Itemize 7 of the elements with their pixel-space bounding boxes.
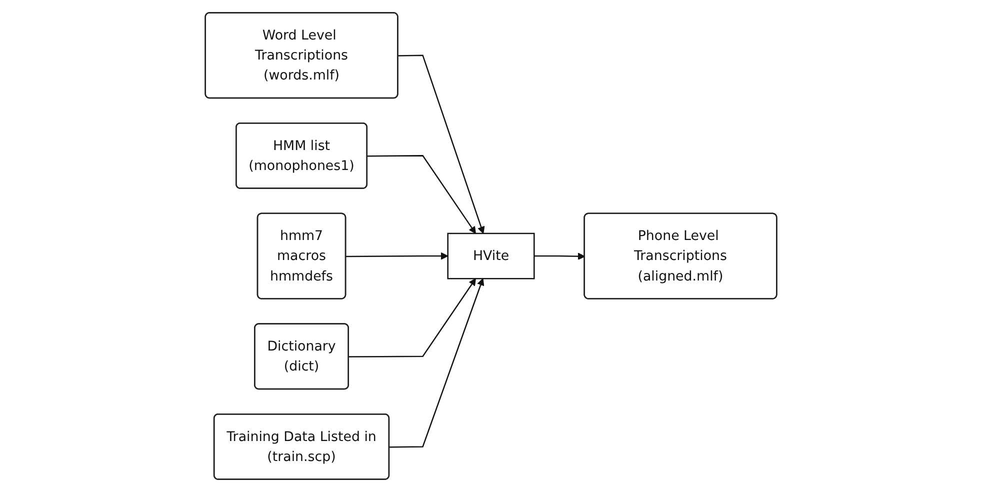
arrow — [389, 278, 484, 448]
arrow — [346, 252, 448, 260]
arrow — [398, 54, 485, 234]
arrow — [367, 155, 476, 234]
arrow — [534, 252, 586, 260]
node-box: HVite — [447, 232, 535, 280]
arrow — [348, 278, 476, 358]
